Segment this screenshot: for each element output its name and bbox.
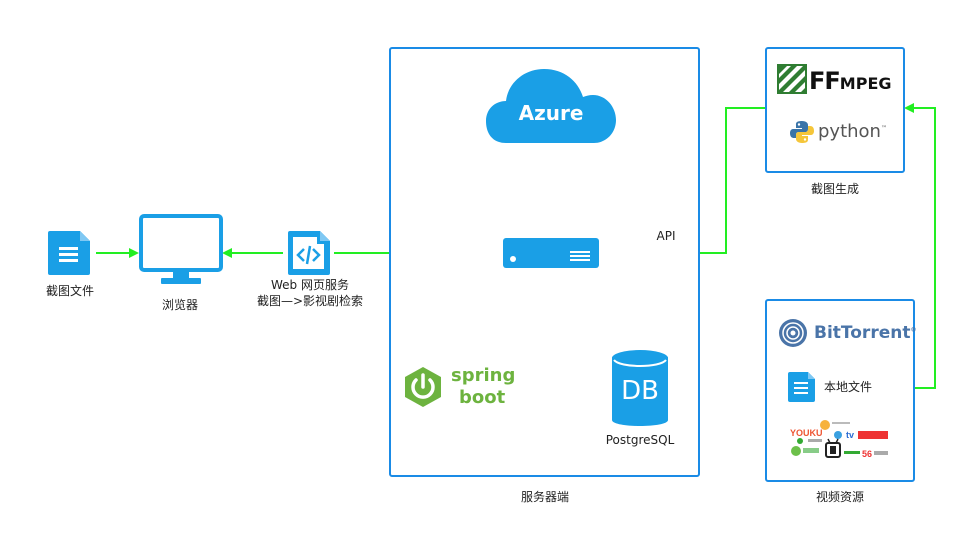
database-node: DB (610, 348, 670, 430)
cloud-icon (486, 69, 616, 143)
screenshot-gen-box (765, 47, 905, 173)
spring-label-line2: boot (459, 387, 506, 408)
database-icon (612, 350, 668, 426)
bittorrent-icon (779, 319, 807, 347)
ffmpeg-label-ff: FF (809, 67, 841, 95)
web-service-label-line1: Web 网页服务 (271, 278, 349, 292)
spring-boot-node: spring boot (401, 365, 521, 413)
python-tm: ™ (880, 125, 887, 132)
bittorrent-logo: BitTorrent® (778, 318, 916, 350)
azure-cloud: Azure (486, 65, 616, 145)
server-unit (503, 238, 599, 268)
db-glyph: DB (621, 376, 659, 406)
server-group-caption: 服务器端 (520, 490, 569, 504)
local-file-node (788, 372, 816, 402)
python-label: python™ (818, 121, 887, 142)
svg-text:56: 56 (862, 449, 872, 459)
arrow-videosource-to-screenshotgen (904, 103, 936, 389)
svg-text:tv: tv (846, 430, 854, 440)
python-logo: python™ (790, 120, 890, 148)
python-label-text: python (818, 121, 881, 142)
power-icon (405, 367, 441, 407)
document-icon (788, 372, 815, 402)
screenshot-file-node (48, 231, 92, 275)
code-icon (288, 231, 330, 275)
browser-node (139, 214, 223, 286)
video-sites-logos-icon: YOUKU tv 56 (790, 420, 888, 459)
svg-text:YOUKU: YOUKU (790, 428, 823, 438)
monitor-icon (139, 214, 223, 284)
bittorrent-label: BitTorrent® (814, 323, 916, 343)
python-icon (790, 121, 814, 143)
azure-label: Azure (518, 101, 584, 125)
server-icon (503, 238, 599, 268)
browser-label: 浏览器 (161, 298, 198, 312)
ffmpeg-logo: FFMPEG (777, 64, 893, 97)
bittorrent-label-text: BitTorrent (814, 323, 911, 343)
web-service-label-line2: 截图—>影视剧检索 (256, 294, 364, 308)
local-file-label: 本地文件 (824, 380, 873, 394)
ffmpeg-label: FFMPEG (809, 67, 892, 95)
ffmpeg-icon (777, 64, 807, 94)
db-label: PostgreSQL (605, 433, 675, 447)
document-icon (48, 231, 90, 275)
screenshot-gen-caption: 截图生成 (810, 182, 859, 196)
web-service-node (288, 231, 332, 275)
video-sites-logos: YOUKU tv 56 (788, 417, 892, 463)
video-source-caption: 视频资源 (815, 490, 864, 504)
screenshot-file-label: 截图文件 (45, 284, 94, 298)
api-label: API (656, 229, 676, 243)
ffmpeg-label-rest: MPEG (839, 74, 892, 93)
spring-label-line1: spring (451, 365, 516, 386)
bittorrent-tm: ® (910, 326, 917, 334)
